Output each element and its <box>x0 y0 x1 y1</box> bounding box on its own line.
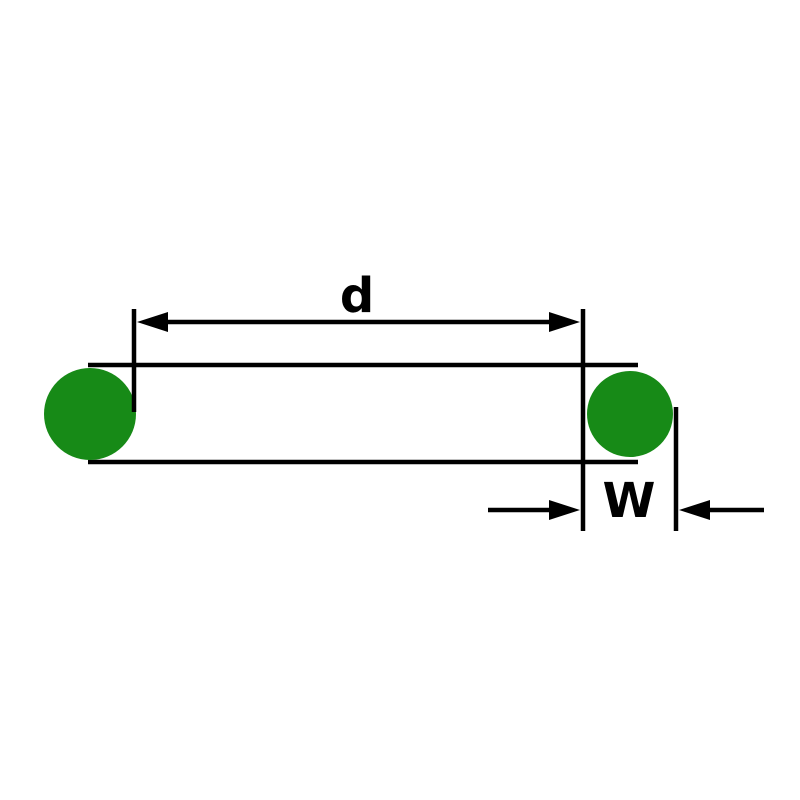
left-cross-section-circle <box>44 368 136 460</box>
d-dimension-label: d <box>340 268 374 324</box>
w-arrowhead-right-icon <box>679 500 710 520</box>
d-arrowhead-left-icon <box>137 312 168 332</box>
w-dimension-label: W <box>603 473 656 529</box>
d-arrowhead-right-icon <box>549 312 580 332</box>
right-cross-section-circle <box>587 371 673 457</box>
w-arrowhead-left-icon <box>549 500 580 520</box>
